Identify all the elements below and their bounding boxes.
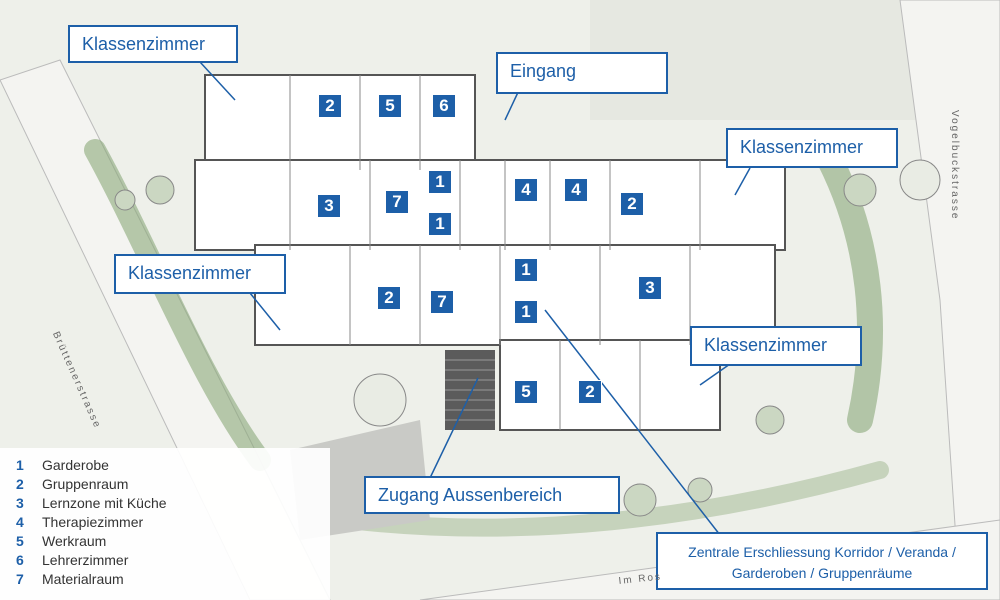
tree bbox=[623, 483, 657, 517]
room-badge: 5 bbox=[514, 380, 538, 404]
callout-zugang-aussenbereich: Zugang Aussenbereich bbox=[364, 476, 620, 514]
callout-zentrale-line2: Garderoben / Gruppenräume bbox=[731, 565, 913, 581]
callout-eingang: Eingang bbox=[496, 52, 668, 94]
tree-belt-bottom bbox=[341, 461, 889, 537]
room-badge: 2 bbox=[318, 94, 342, 118]
legend-label: Therapiezimmer bbox=[42, 514, 144, 530]
room-badge: 4 bbox=[514, 178, 538, 202]
legend-label: Lehrerzimmer bbox=[42, 552, 129, 568]
road-vogelbuckstrasse bbox=[899, 0, 1000, 600]
tree bbox=[114, 189, 136, 211]
legend-item: 5 Werkraum bbox=[16, 532, 106, 551]
room-badge: 2 bbox=[620, 192, 644, 216]
building-wing-middle bbox=[194, 159, 786, 251]
tree bbox=[899, 159, 941, 201]
room-badge: 4 bbox=[564, 178, 588, 202]
stair-lines bbox=[445, 359, 495, 421]
room-badge: 2 bbox=[377, 286, 401, 310]
legend-number: 1 bbox=[16, 457, 24, 473]
room-badge: 1 bbox=[514, 258, 538, 282]
legend-item: 1 Garderobe bbox=[16, 456, 109, 475]
room-badge: 7 bbox=[385, 190, 409, 214]
building-wing-north bbox=[204, 74, 476, 171]
legend-item: 7 Materialraum bbox=[16, 570, 124, 589]
room-badge: 3 bbox=[638, 276, 662, 300]
tree-belt-left bbox=[84, 139, 271, 471]
room-badge: 1 bbox=[514, 300, 538, 324]
round-plaza bbox=[353, 373, 407, 427]
legend-number: 6 bbox=[16, 552, 24, 568]
callout-klassenzimmer-top-right: Klassenzimmer bbox=[726, 128, 898, 168]
callout-klassenzimmer-mid-left: Klassenzimmer bbox=[114, 254, 286, 294]
legend-number: 7 bbox=[16, 571, 24, 587]
callout-klassenzimmer-top-left: Klassenzimmer bbox=[68, 25, 238, 63]
legend-label: Lernzone mit Küche bbox=[42, 495, 167, 511]
legend-number: 5 bbox=[16, 533, 24, 549]
room-badge: 5 bbox=[378, 94, 402, 118]
tree bbox=[755, 405, 785, 435]
legend-number: 3 bbox=[16, 495, 24, 511]
room-badge: 1 bbox=[428, 212, 452, 236]
room-badge: 6 bbox=[432, 94, 456, 118]
callout-leaders bbox=[199, 61, 751, 536]
legend-label: Werkraum bbox=[42, 533, 107, 549]
tree bbox=[145, 175, 175, 205]
room-legend: 1 Garderobe 2 Gruppenraum 3 Lernzone mit Kü… bbox=[0, 448, 330, 600]
room-badge: 3 bbox=[317, 194, 341, 218]
legend-item: 2 Gruppenraum bbox=[16, 475, 128, 494]
room-dividers bbox=[289, 75, 701, 430]
legend-label: Gruppenraum bbox=[42, 476, 129, 492]
legend-number: 4 bbox=[16, 514, 24, 530]
tree bbox=[843, 173, 877, 207]
room-badge: 7 bbox=[430, 290, 454, 314]
legend-item: 3 Lernzone mit Küche bbox=[16, 494, 167, 513]
legend-item: 6 Lehrerzimmer bbox=[16, 551, 128, 570]
room-badge: 1 bbox=[428, 170, 452, 194]
callout-zentrale-erschliessung: Zentrale Erschliessung Korridor / Verand… bbox=[656, 532, 988, 590]
legend-number: 2 bbox=[16, 476, 24, 492]
legend-label: Materialraum bbox=[42, 571, 124, 587]
legend-item: 4 Therapiezimmer bbox=[16, 513, 143, 532]
callout-klassenzimmer-mid-right: Klassenzimmer bbox=[690, 326, 862, 366]
callout-zentrale-line1: Zentrale Erschliessung Korridor / Verand… bbox=[688, 544, 956, 560]
street-label-vogelbuckstrasse: Vogelbuckstrasse bbox=[949, 110, 960, 221]
legend-label: Garderobe bbox=[42, 457, 109, 473]
tree bbox=[687, 477, 713, 503]
room-badge: 2 bbox=[578, 380, 602, 404]
